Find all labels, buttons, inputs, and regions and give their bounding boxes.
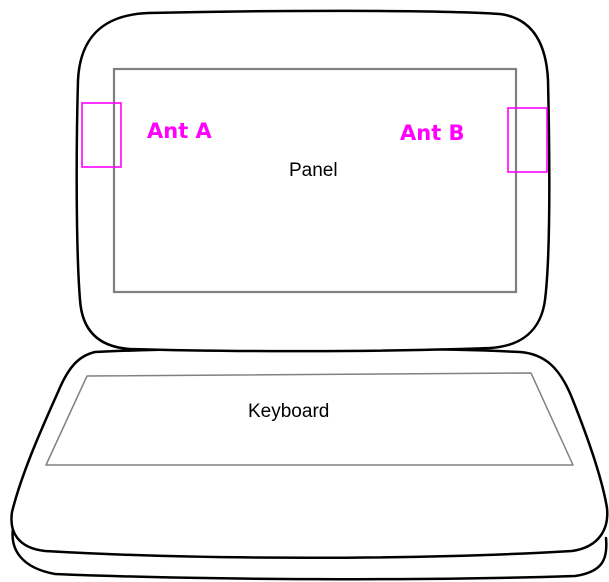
keyboard-area [45, 372, 574, 466]
antenna-b-label: Ant B [400, 121, 465, 145]
keyboard-label: Keyboard [248, 401, 330, 422]
antenna-a-box [81, 102, 122, 168]
panel-label: Panel [289, 160, 338, 181]
base-bottom-edge [11, 526, 608, 581]
display-panel [112, 67, 518, 294]
antenna-b-box [507, 107, 548, 173]
antenna-a-label: Ant A [147, 119, 212, 143]
